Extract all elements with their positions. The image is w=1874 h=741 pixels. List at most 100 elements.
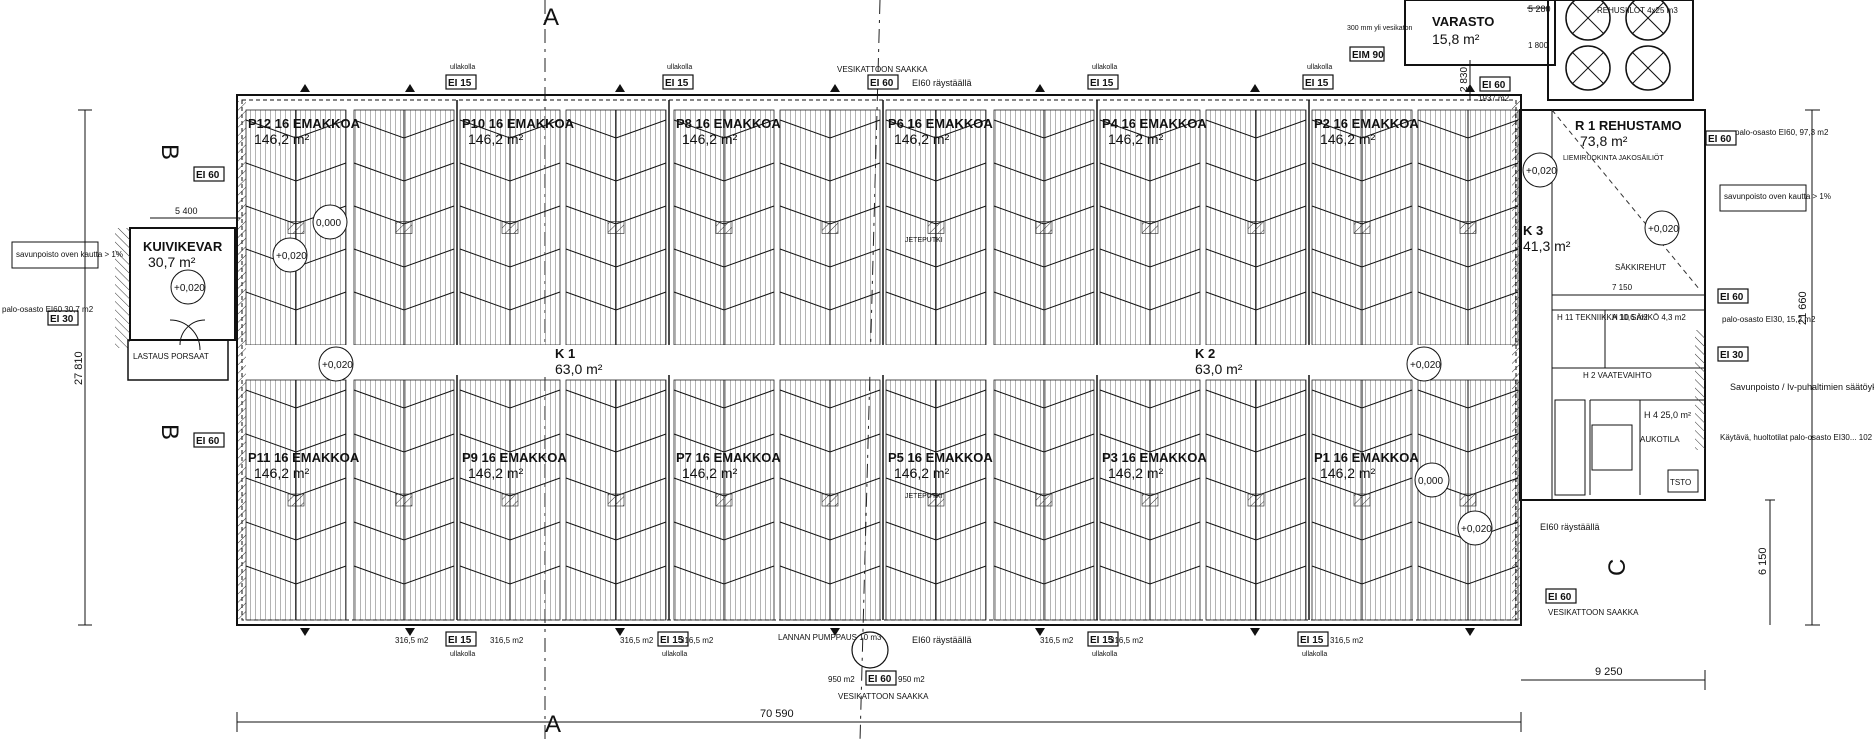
pen-p3-name: P3 16 EMAKKOA [1102,450,1207,465]
door-arrow [300,628,310,636]
door-arrow [300,84,310,92]
pen-p1-area: 146,2 m² [1320,465,1376,481]
varasto-area: 15,8 m² [1432,31,1480,47]
section-mark-b-top: B [156,144,183,160]
pen-p11-area: 146,2 m² [254,465,310,481]
pen-p10-name: P10 16 EMAKKOA [462,116,575,131]
pen-stall-block [245,379,347,621]
pen-stall-block [565,379,667,621]
silo-group [1565,0,1671,91]
dim-7150: 7 150 [1612,283,1633,292]
corridor-k1-name: K 1 [555,346,575,361]
pen-p4-area: 146,2 m² [1108,131,1164,147]
fire-ei60-left-top: EI 60 [196,170,220,181]
corridor-k3-name: K 3 [1523,223,1543,238]
level-circle [1644,210,1680,246]
note-savunpoisto-left: savunpoisto oven kautta > 1% [16,250,123,259]
manure-pump-pit [851,631,889,669]
corridor-k2-area: 63,0 m² [1195,361,1243,377]
section-mark-b-bottom: B [156,424,183,440]
pen-stall-block [673,109,775,346]
silo [1565,45,1611,91]
fire-ei60-top: EI 60 [870,78,894,89]
door-arrow [1465,84,1475,92]
level-label: +0,020 [322,360,353,371]
fire-eim90: EIM 90 [1352,50,1384,61]
door-arrow [1250,628,1260,636]
level-label: +0,020 [1410,360,1441,371]
door-arrow [405,628,415,636]
pen-stall-block [1205,109,1307,346]
fire-ei60-bottom: EI 60 [868,674,892,685]
pen-stall-block [779,109,881,346]
dimension-lines [78,7,1820,732]
dim-950-right: 950 m2 [898,675,925,684]
door-markers [300,84,1475,636]
pen-p11-name: P11 16 EMAKKOA [248,450,360,465]
dim-316: 316,5 m2 [620,636,654,645]
raystas-bottom: EI60 räystäällä [912,635,972,645]
fire-ei60-bottom-right: EI 60 [1548,592,1572,603]
ullakolla-label: ullakolla [667,64,692,71]
vaatevaihto-label: H 2 VAATEVAIHTO [1583,371,1652,380]
note-savunpoisto-right: savunpoisto oven kautta > 1% [1724,192,1831,201]
section-mark-a-top: A [543,4,559,31]
ullakolla-label: ullakolla [1092,64,1117,71]
ullakolla-label: ullakolla [450,651,475,658]
tsto-label: TSTO [1670,478,1691,487]
ullakolla-label: ullakolla [1302,651,1327,658]
rehustamo-name: R 1 REHUSTAMO [1575,118,1682,133]
ullakolla-label: ullakolla [1092,651,1117,658]
level-circle [318,346,354,382]
pen-p2-name: P2 16 EMAKKOA [1314,116,1419,131]
lastaus-label: LASTAUS PORSAAT [133,352,209,361]
pen-p6-name: P6 16 EMAKKOA [888,116,993,131]
pen-p3-area: 146,2 m² [1108,465,1164,481]
pen-p7-area: 146,2 m² [682,465,738,481]
dim-width-left: 27 810 [73,351,85,385]
dim-9250: 9 250 [1595,666,1623,678]
pen-p9-name: P9 16 EMAKKOA [462,450,567,465]
note-palo-tekn: palo-osasto EI30, 15,2 m2 [1722,315,1816,324]
dim-total-length: 70 590 [760,708,794,720]
silo-label: REHUSIILOT 4x25 m3 [1597,6,1678,15]
pen-p12-name: P12 16 EMAKKOA [248,116,361,131]
pen-p12-area: 146,2 m² [254,131,310,147]
service-annex [1519,109,1706,501]
pen-stall-block [1417,379,1519,621]
level-label: +0,020 [1648,224,1679,235]
door-arrow [405,84,415,92]
fire-rating-labels: EI 15 ullakolla EI 15 ullakolla EI 15 ullakol… [47,46,1749,701]
pen-stall-block [1417,109,1519,346]
dim-6150: 6 150 [1757,547,1769,575]
fire-ei15-bottom: EI 15 [448,635,472,646]
raystas-top: EI60 räystäällä [912,78,972,88]
note-savunpoisto-iv: Savunpoisto / Iv-puhaltimien säätöyksikk… [1730,382,1874,392]
silo [1625,0,1671,41]
pen-p8-name: P8 16 EMAKKOA [676,116,781,131]
fire-ei60-rehustamo: EI 60 [1708,134,1732,145]
level-markers: +0,020+0,020+0,020+0,020+0,020+0,020+0,0… [170,152,1680,669]
dim-316: 316,5 m2 [680,636,714,645]
level-circle [1457,510,1493,546]
raystas-right: EI60 räystäällä [1540,522,1600,532]
level-circle [170,269,206,305]
h4-label: H 4 25,0 m² [1644,410,1691,420]
vesikatto-right: VESIKATTOON SAAKKA [1548,608,1639,617]
fire-ei15-bottom: EI 15 [1090,635,1114,646]
aukotila-label: AUKOTILA [1640,435,1680,444]
pen-p7-name: P7 16 EMAKKOA [676,450,781,465]
lannan-label: LANNAN PUMPPAUS 10 m3 [778,633,882,642]
pen-p5-name: P5 16 EMAKKOA [888,450,993,465]
pen-stall-block [993,109,1095,346]
dim-316: 316,5 m2 [1040,636,1074,645]
pen-p4-name: P4 16 EMAKKOA [1102,116,1207,131]
rehustamo-area: 73,8 m² [1580,133,1628,149]
level-circle [1522,152,1558,188]
corridor-k3-area: 41,3 m² [1523,238,1571,254]
level-circle [1406,346,1442,382]
pen-p10-area: 146,2 m² [468,131,524,147]
pen-stall-block [1311,109,1413,346]
fire-ei15-top: EI 15 [448,78,472,89]
